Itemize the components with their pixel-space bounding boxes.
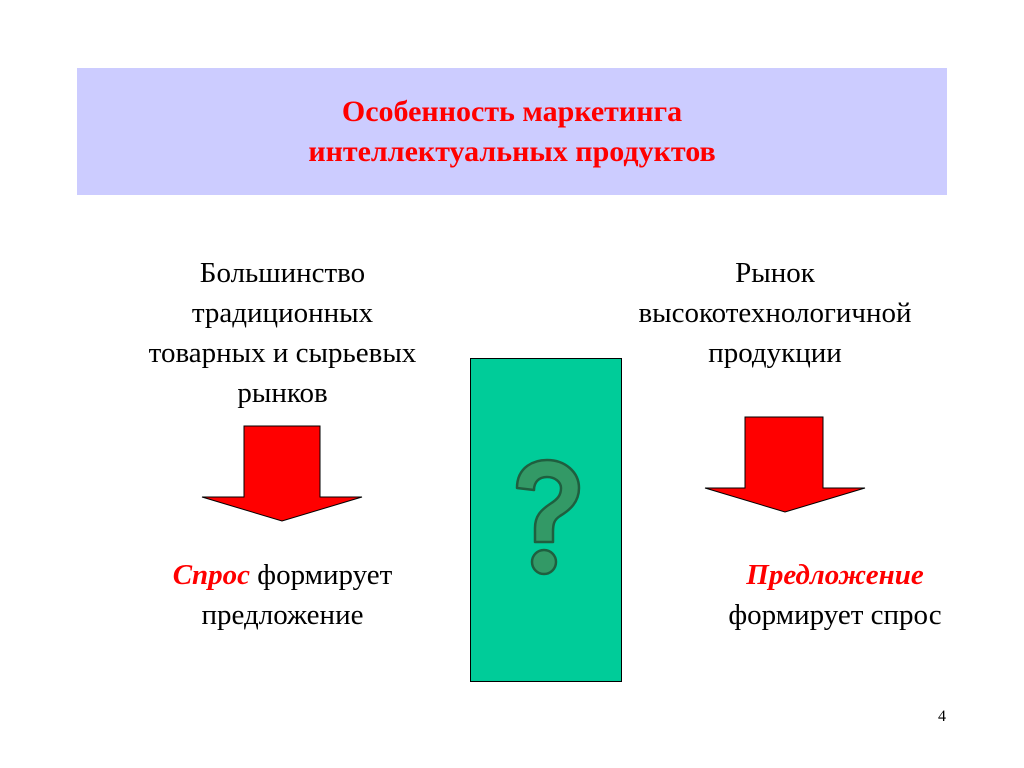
left-conclusion-line-1: Спрос формирует bbox=[110, 555, 455, 595]
page-number: 4 bbox=[938, 708, 946, 725]
left-market-label: Большинство традиционных товарных и сырь… bbox=[110, 253, 455, 413]
question-mark-icon bbox=[515, 458, 581, 576]
right-market-line: продукции bbox=[708, 337, 842, 369]
supply-accent-word: Предложение bbox=[746, 559, 924, 591]
title-line-2: интеллектуальных продуктов bbox=[308, 134, 716, 168]
left-market-line: Большинство bbox=[199, 257, 366, 289]
right-market-line: Рынок bbox=[735, 257, 815, 289]
title-line-1: Особенность маркетинга bbox=[341, 94, 683, 128]
left-conclusion: Спрос формирует предложение bbox=[110, 555, 455, 635]
left-conclusion-line-2: предложение bbox=[201, 599, 364, 631]
left-conclusion-rest: формирует bbox=[250, 559, 393, 591]
left-market-line: товарных и сырьевых bbox=[148, 337, 417, 369]
right-down-arrow-icon bbox=[704, 416, 866, 513]
left-market-line: рынков bbox=[237, 377, 328, 409]
title-banner: Особенность маркетинга интеллектуальных … bbox=[77, 68, 947, 195]
left-down-arrow-icon bbox=[201, 425, 363, 522]
right-conclusion-line-2: формирует спрос bbox=[728, 599, 942, 631]
right-market-label: Рынок высокотехнологичной продукции bbox=[590, 253, 960, 373]
right-conclusion: Предложение формирует спрос bbox=[680, 555, 990, 635]
demand-accent-word: Спрос bbox=[172, 559, 251, 591]
left-market-line: традиционных bbox=[191, 297, 374, 329]
right-market-line: высокотехнологичной bbox=[638, 297, 912, 329]
